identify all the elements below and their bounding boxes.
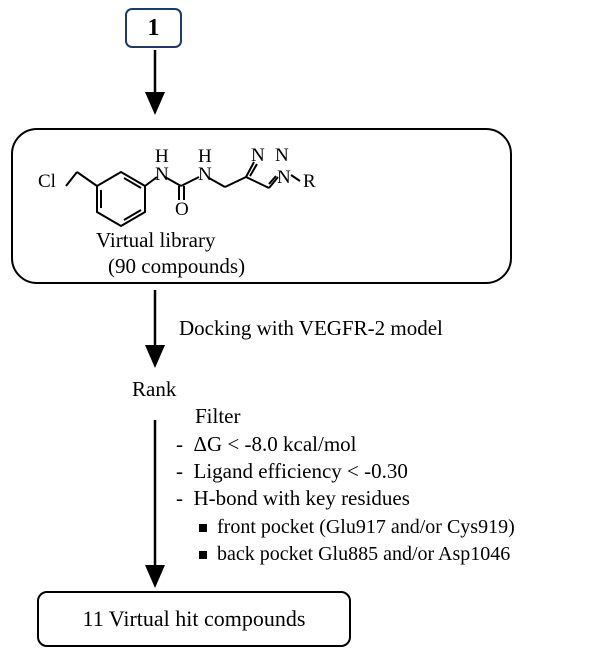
filter-criterion: - Ligand efficiency < -0.30 xyxy=(176,459,408,483)
docking-step-label: Docking with VEGFR-2 model xyxy=(179,316,443,340)
bullet-icon xyxy=(199,524,207,533)
bullet-icon xyxy=(199,551,207,560)
atom-n-triazole-2: N xyxy=(275,145,289,166)
filter-title: Filter xyxy=(195,404,241,428)
atom-h1: H xyxy=(155,146,169,167)
arrow-rank-to-hits xyxy=(145,420,165,588)
atom-n-triazole-1: N xyxy=(251,145,265,166)
atom-o: O xyxy=(175,199,189,220)
virtual-library-box xyxy=(11,128,512,284)
atom-n1: N xyxy=(155,164,169,185)
filter-criteria-list: - ΔG < -8.0 kcal/mol - Ligand efficiency… xyxy=(176,431,410,512)
arrow-library-to-rank xyxy=(145,290,165,368)
atom-n2: N xyxy=(198,164,212,185)
atom-cl: Cl xyxy=(38,171,56,192)
filter-subcriterion: front pocket (Glu917 and/or Cys919) xyxy=(199,514,515,541)
virtual-hits-label: 11 Virtual hit compounds xyxy=(82,606,306,631)
atom-n-substituted: N xyxy=(277,167,291,188)
start-compound-label: 1 xyxy=(147,14,160,41)
atom-h2: H xyxy=(198,146,212,167)
atom-r: R xyxy=(303,171,316,192)
virtual-hits-box: 11 Virtual hit compounds xyxy=(37,591,351,647)
filter-subcriterion: back pocket Glu885 and/or Asp1046 xyxy=(199,541,515,568)
library-count: (90 compounds) xyxy=(108,254,246,278)
rank-label: Rank xyxy=(132,377,177,401)
arrow-start-to-library xyxy=(145,50,165,115)
library-title: Virtual library xyxy=(96,228,216,252)
chemical-structure xyxy=(65,161,301,228)
filter-subcriteria-list: front pocket (Glu917 and/or Cys919) back… xyxy=(199,514,515,568)
start-compound-box: 1 xyxy=(125,8,182,48)
filter-criterion: - ΔG < -8.0 kcal/mol xyxy=(176,432,357,456)
filter-criterion: - H-bond with key residues xyxy=(176,486,410,510)
